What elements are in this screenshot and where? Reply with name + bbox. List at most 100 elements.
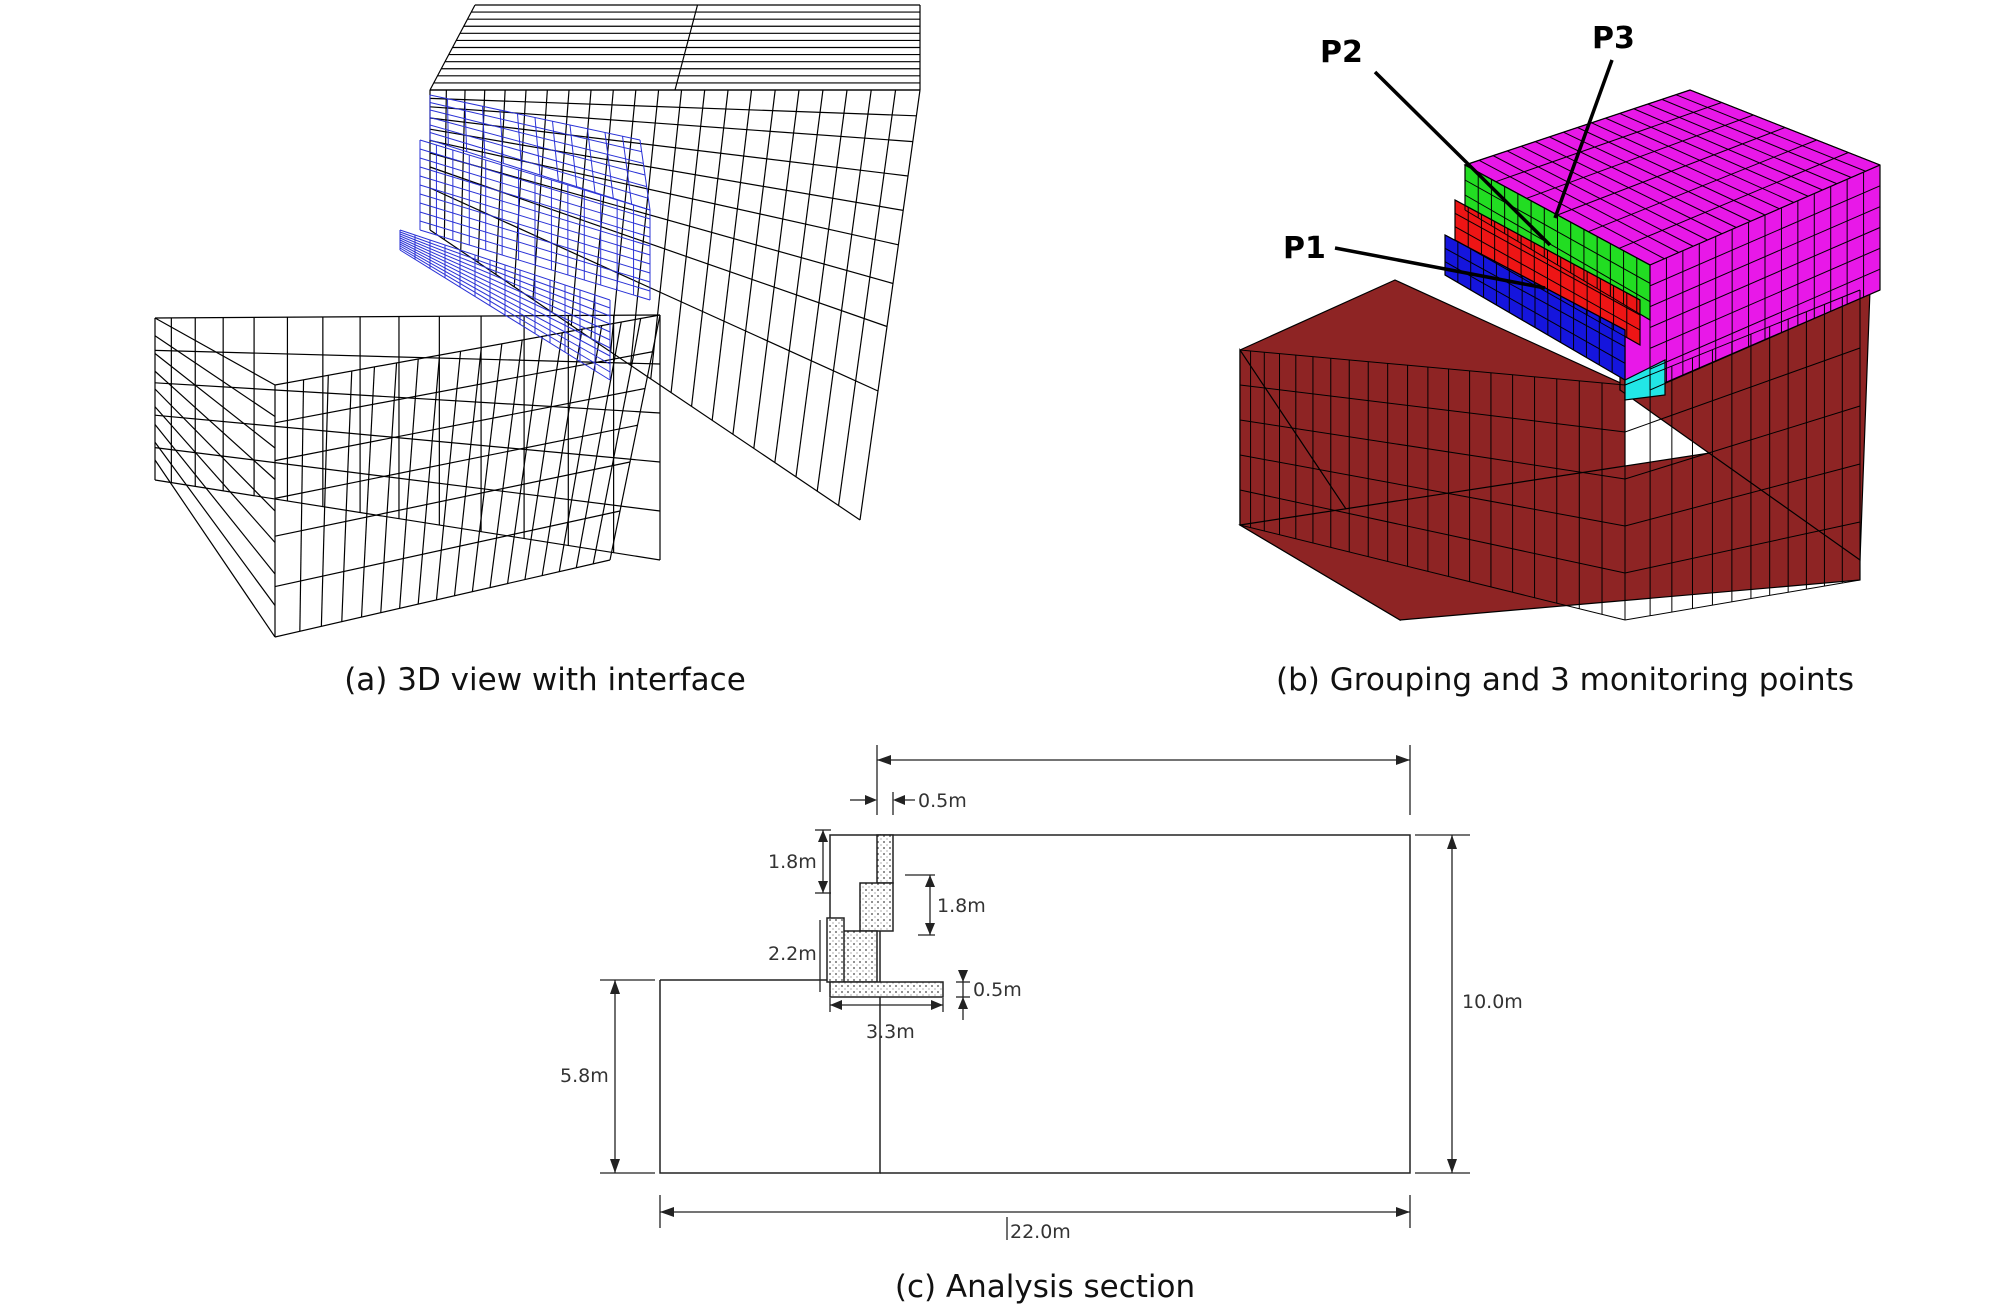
caption-b: (b) Grouping and 3 monitoring points: [1276, 662, 1854, 698]
leader-p3: [1553, 59, 1614, 219]
mesh-b-mid-line: [1454, 212, 1641, 316]
mesh-a-upper-line: [816, 89, 872, 492]
interface-line: [399, 247, 611, 373]
mesh-a-upper-line: [753, 89, 800, 449]
mesh-b-top-line: [1464, 89, 1691, 166]
interface-line: [419, 175, 651, 247]
mesh-b-backfill-line: [1649, 289, 1881, 391]
mesh-a-upper-line: [429, 139, 899, 246]
mesh-a-upper-line: [711, 89, 753, 421]
interface-line: [399, 241, 611, 349]
wall-stem: [826, 917, 845, 983]
interface-line: [429, 102, 642, 153]
leader-p1: [1334, 246, 1546, 290]
dim-label-step-1: 1.8m: [768, 851, 817, 873]
wall-block-top: [876, 834, 894, 884]
backfill-outline: [880, 834, 1411, 1174]
interface-line: [419, 184, 651, 256]
interface-line: [399, 243, 611, 357]
mesh-a-upper-line: [429, 128, 904, 211]
monitoring-leaders: [1334, 59, 1614, 290]
mesh-b-mid-line: [1454, 226, 1641, 331]
mesh-b-front-line: [1239, 524, 1626, 621]
mesh-a-upper-line: [429, 97, 917, 117]
mesh-a-front-line: [299, 379, 305, 632]
mesh-a-top-line: [154, 447, 661, 512]
dim-label-wall: 2.2m: [768, 943, 817, 965]
interface-line: [419, 193, 651, 265]
dimension-lines: [600, 745, 1470, 1240]
dim-label-total-width: 22.0m: [1010, 1221, 1071, 1243]
interface-line: [419, 157, 651, 229]
mesh-a-cap-line: [429, 4, 476, 91]
mesh-b-backfill-line: [1649, 206, 1881, 308]
section-outline: [659, 834, 881, 1174]
mesh-a-wireframe: [154, 4, 921, 638]
mesh-a-front-line: [274, 510, 621, 588]
interface-line: [419, 211, 651, 283]
mesh-b-mid-line: [1454, 199, 1641, 301]
mesh-a-left-line: [154, 335, 276, 417]
interface-line: [429, 109, 644, 164]
mesh-a-front-line: [320, 375, 329, 627]
mesh-b-top-line: [1618, 152, 1849, 249]
mesh-b-side-line: [1624, 579, 1861, 621]
mesh-b-mid-line: [1454, 239, 1641, 346]
mesh-a-left-line: [154, 370, 276, 480]
mesh-b-side-line: [1624, 405, 1861, 480]
mesh-b-top-line: [1495, 102, 1722, 183]
mesh-a-front-line: [575, 321, 622, 568]
mesh-a-front-line: [417, 355, 441, 605]
base-slab: [829, 981, 944, 998]
dim-label-base-width: 3.3m: [866, 1021, 915, 1043]
mesh-a-front-line: [360, 366, 376, 618]
dim-label-step-2: 1.8m: [937, 895, 986, 917]
mesh-b-lines: [1239, 89, 1881, 621]
panel-b-grouping: P1 P2 P3: [1238, 21, 1881, 622]
mesh-a-cap-line: [674, 4, 699, 91]
mesh-a-left-line: [154, 317, 276, 386]
interface-line: [419, 139, 651, 211]
mesh-a-upper-line: [732, 89, 776, 435]
dimension-labels: 0.5m 1.8m 1.8m 2.2m 0.5m 3.3m 5.8m 10.0m…: [560, 790, 1523, 1243]
mesh-a-front-line: [380, 362, 398, 613]
interface-line: [399, 239, 611, 341]
mesh-b-top-line: [1588, 139, 1817, 233]
mesh-a-front-line: [341, 371, 353, 622]
interface-line: [419, 166, 651, 238]
mesh-b-side-line: [1624, 521, 1861, 574]
mesh-a-front-line: [274, 461, 631, 537]
mesh-b-front-line: [1239, 454, 1626, 527]
mesh-a-left-line: [154, 406, 276, 543]
point-label-p3: P3: [1592, 21, 1635, 56]
interface-line: [419, 229, 651, 301]
point-label-p1: P1: [1283, 231, 1326, 266]
interface-line: [429, 94, 641, 141]
dim-label-left-height: 5.8m: [560, 1065, 609, 1087]
mesh-b-front-line: [1239, 349, 1626, 386]
interface-line: [399, 231, 611, 309]
mesh-a-upper-line: [774, 89, 824, 463]
mesh-a-upper-line: [859, 89, 921, 521]
mesh-a-upper-line: [429, 229, 861, 521]
mesh-b-backfill-line: [1649, 268, 1881, 370]
mesh-b-upper-line: [1464, 194, 1651, 303]
mesh-b-side-line: [1624, 289, 1861, 386]
interface-line: [429, 139, 651, 211]
mesh-b-backfill-line: [1649, 164, 1881, 266]
panel-a-3d-mesh: [154, 4, 921, 638]
mesh-a-top-line: [154, 349, 661, 365]
mesh-b-backfill-line: [1649, 227, 1881, 328]
arrowheads: [610, 755, 1457, 1217]
mesh-a-upper-line: [650, 89, 683, 379]
mesh-a-front-line: [274, 559, 611, 638]
mesh-a-front-line: [489, 339, 523, 588]
mesh-a-upper-line: [837, 89, 897, 506]
mesh-a-front-line: [435, 351, 462, 600]
mesh-b-top-line: [1557, 127, 1786, 216]
mesh-b-side-line: [1624, 463, 1861, 527]
panel-c-section: [600, 745, 1470, 1240]
interface-line: [399, 237, 611, 333]
caption-a: (a) 3D view with interface: [344, 662, 746, 698]
